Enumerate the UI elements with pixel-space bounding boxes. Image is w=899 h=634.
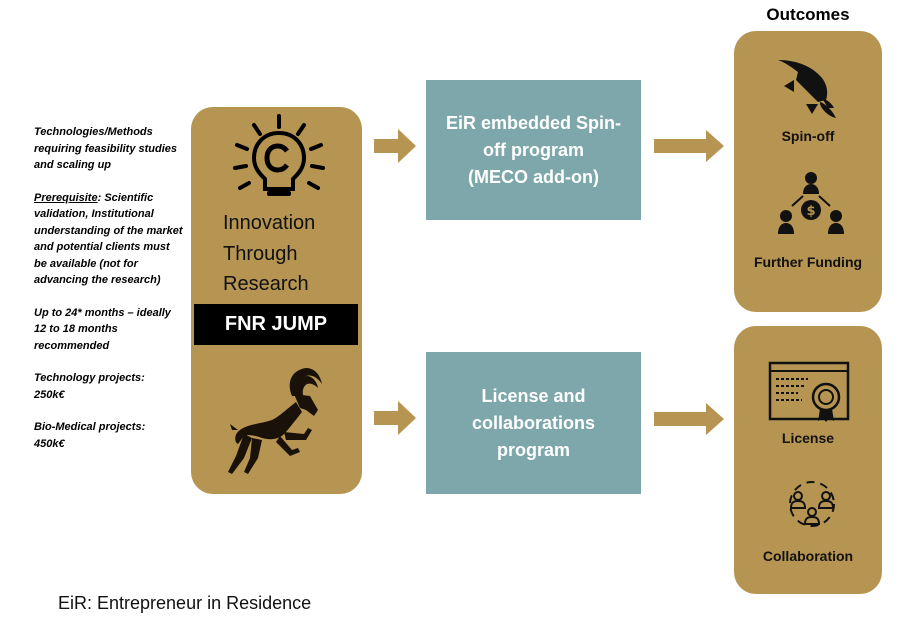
arrow-spinoff-to-outcome [654,130,724,162]
investors-icon: $ [778,172,844,234]
arrow-center-to-spinoff [374,129,416,163]
footnote: EiR: Entrepreneur in Residence [58,593,312,613]
desc-technologies: Technologies/Methods requiring feasibili… [34,126,178,171]
outcome-license-label: License [781,430,835,446]
outcome-collaboration-label: Collaboration [762,548,854,564]
license-program-box: License and collaborations program [426,352,641,494]
spinoff-program-line3: (MECO add-on) [468,166,599,187]
desc-tech-label: Technology projects: [34,372,145,384]
arrow-license-to-outcome [654,403,724,435]
license-program-line3: program [496,439,570,460]
center-title-line3: Research [223,273,309,295]
outcome-funding-label: Further Funding [753,254,863,270]
spinoff-program-line2: off program [483,139,584,160]
desc-bio-label: Bio-Medical projects: [34,421,146,433]
desc-prerequisite: Prerequisite: Scientific validation, Ins… [34,190,184,289]
center-title: Innovation Through Research [223,208,353,300]
desc-bio-value: 450k€ [34,437,65,450]
rocket-icon [778,60,836,118]
spinoff-program-box: EiR embedded Spin- off program (MECO add… [426,80,641,220]
left-description: Technologies/Methods requiring feasibili… [34,124,184,452]
outcomes-title: Outcomes [766,5,850,24]
arrow-center-to-license [374,401,416,435]
center-title-line1: Innovation [223,212,316,234]
certificate-icon [768,361,850,422]
desc-tech-value: 250k€ [34,388,65,401]
prerequisite-text: : Scientific validation, Institutional u… [34,191,183,287]
desc-duration: Up to 24* months – ideally 12 to 18 mont… [34,306,171,352]
ibex-icon [228,368,322,474]
license-program-line2: collaborations [471,412,596,433]
spinoff-program-line1: EiR embedded Spin- [445,112,622,133]
fnr-jump-bar: FNR JUMP [194,304,358,345]
lightbulb-copyright-icon [233,114,325,196]
license-program-line1: License and [481,385,586,406]
collaboration-icon [789,481,835,527]
prerequisite-label: Prerequisite [34,191,98,204]
outcome-spinoff-label: Spin-off [781,128,835,144]
center-title-line2: Through [223,242,298,265]
svg-text:$: $ [806,204,815,219]
